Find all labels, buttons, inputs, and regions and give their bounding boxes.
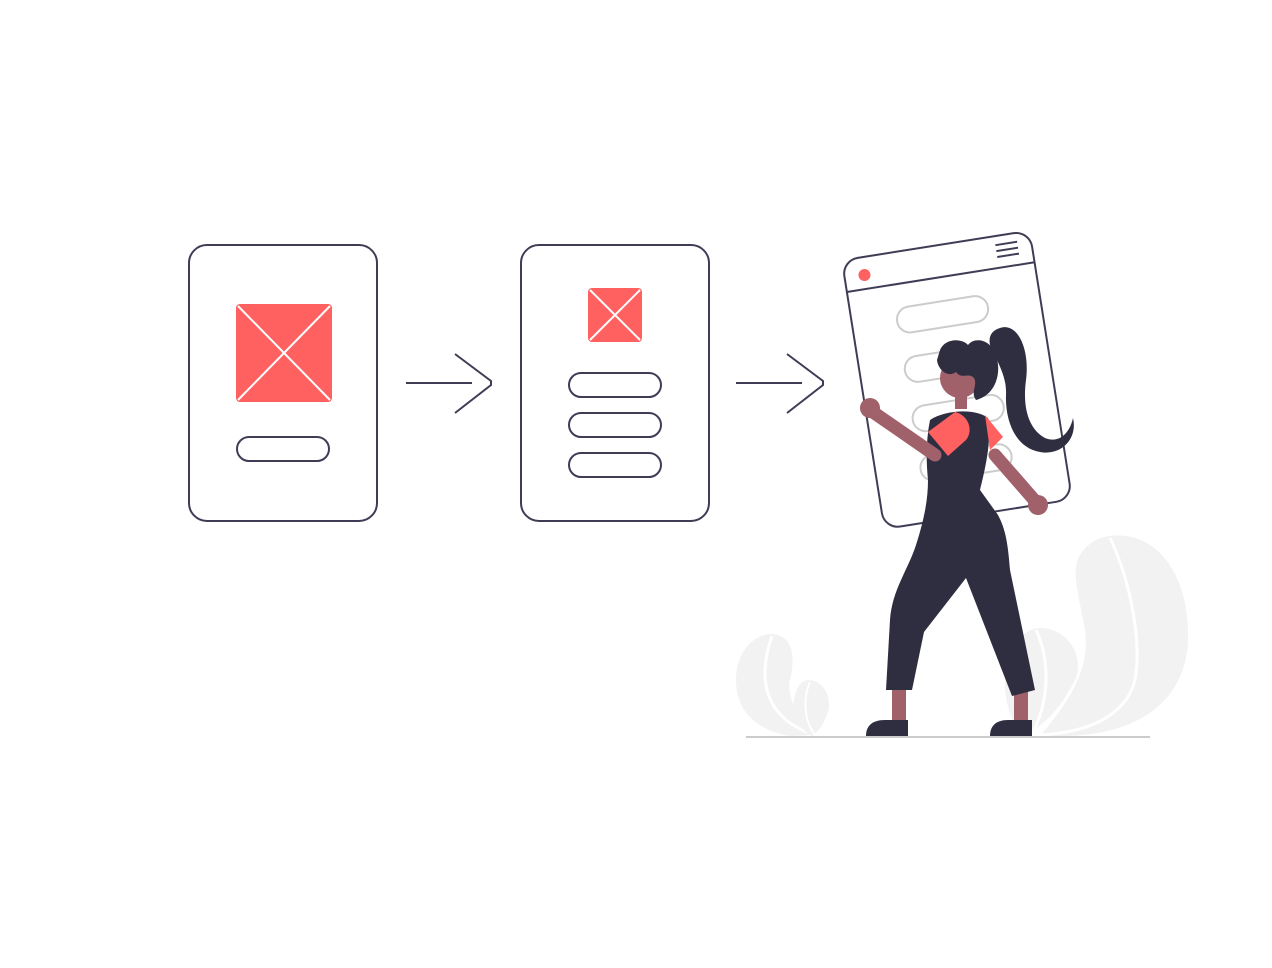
arrow-right-icon xyxy=(406,353,492,414)
overalls xyxy=(886,411,1035,696)
leaf-small-left xyxy=(736,634,812,736)
shoe-right xyxy=(990,720,1032,736)
wireframe-card-2 xyxy=(520,244,710,522)
leaf-small-left-vein xyxy=(763,635,813,736)
arm-right xyxy=(988,448,1043,509)
button-placeholder xyxy=(236,436,330,462)
sleeve-right xyxy=(985,415,1003,450)
status-dot xyxy=(858,269,871,282)
shoe-left xyxy=(866,720,908,736)
ponytail xyxy=(989,327,1074,453)
button-placeholder xyxy=(568,412,662,438)
arm-left xyxy=(863,403,942,462)
leaf-large-vein xyxy=(1039,537,1139,737)
leg-right xyxy=(1014,690,1028,722)
image-placeholder-icon xyxy=(236,304,332,402)
hair xyxy=(937,340,999,400)
hand-right xyxy=(1028,495,1048,515)
button-placeholder xyxy=(568,452,662,478)
hamburger-menu-icon xyxy=(995,240,1020,259)
leg-left xyxy=(892,688,906,722)
button-placeholder xyxy=(568,372,662,398)
sleeve-left xyxy=(928,412,970,456)
person xyxy=(860,327,1074,736)
leaf-tiny-vein xyxy=(804,681,816,736)
hand-left xyxy=(860,398,880,418)
arrow-right-icon xyxy=(736,353,824,414)
ghost-field xyxy=(895,295,990,334)
leaf-tiny xyxy=(793,680,830,736)
wireframe-card-1 xyxy=(188,244,378,522)
leaf-mid-vein xyxy=(1030,629,1048,735)
leaf-large xyxy=(1040,535,1189,736)
image-placeholder-icon xyxy=(588,288,642,342)
neck xyxy=(955,395,967,409)
